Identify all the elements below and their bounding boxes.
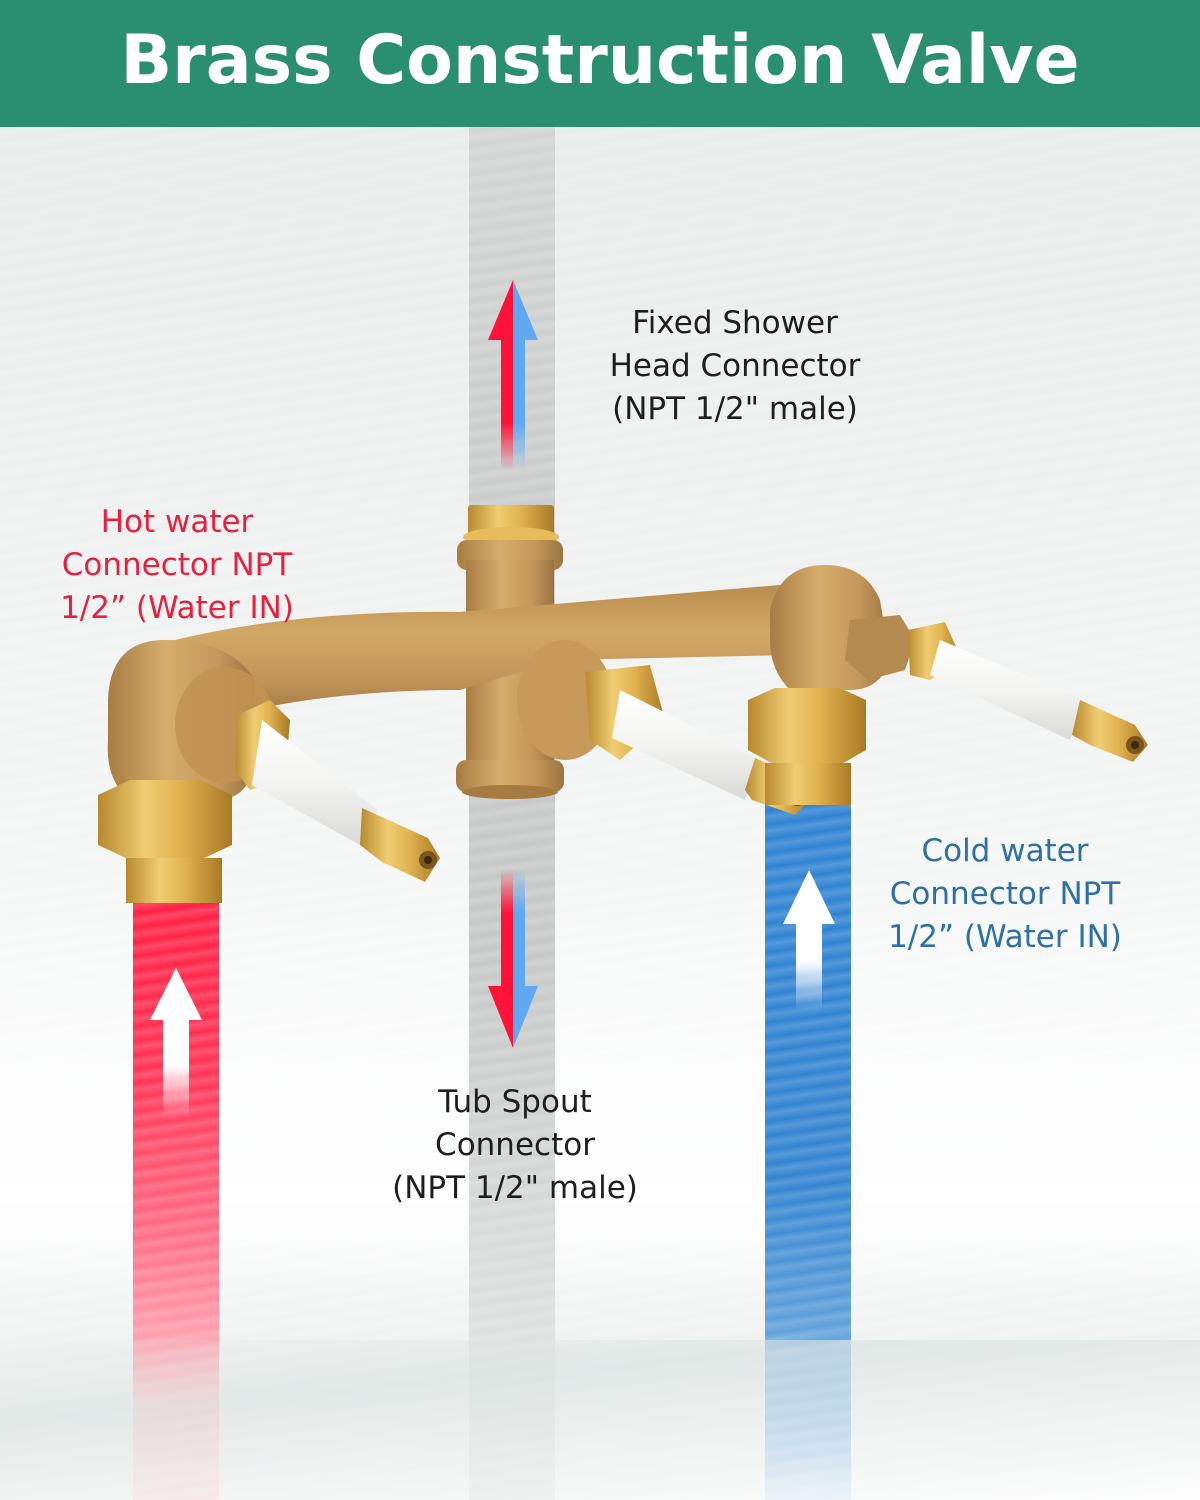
label-line: (NPT 1/2" male) [612,391,858,427]
label-line: 1/2” (Water IN) [888,919,1122,955]
label-line: Connector [435,1127,595,1163]
cold-water-connector-label: Cold water Connector NPT 1/2” (Water IN) [850,830,1160,959]
header-banner: Brass Construction Valve [0,0,1200,127]
floor-reflection [0,1340,1200,1500]
hot-in-arrow-up-icon [150,968,202,1118]
label-line: Connector NPT [889,876,1121,912]
hot-water-connector-label: Hot water Connector NPT 1/2” (Water IN) [22,501,332,630]
label-line: (NPT 1/2" male) [392,1170,638,1206]
label-line: Cold water [921,833,1089,869]
label-line: Fixed Shower [632,305,838,341]
label-line: Tub Spout [438,1084,592,1120]
red-blue-arrow-up-icon [488,280,538,470]
page-title: Brass Construction Valve [120,21,1080,100]
label-line: 1/2” (Water IN) [60,590,294,626]
cold-in-arrow-up-icon [783,870,835,1010]
shower-head-connector-label: Fixed Shower Head Connector (NPT 1/2" ma… [560,302,910,431]
label-line: Head Connector [609,348,861,384]
label-line: Connector NPT [61,547,293,583]
tub-spout-connector-label: Tub Spout Connector (NPT 1/2" male) [360,1081,670,1210]
label-line: Hot water [100,504,254,540]
red-blue-arrow-down-icon [488,868,538,1048]
